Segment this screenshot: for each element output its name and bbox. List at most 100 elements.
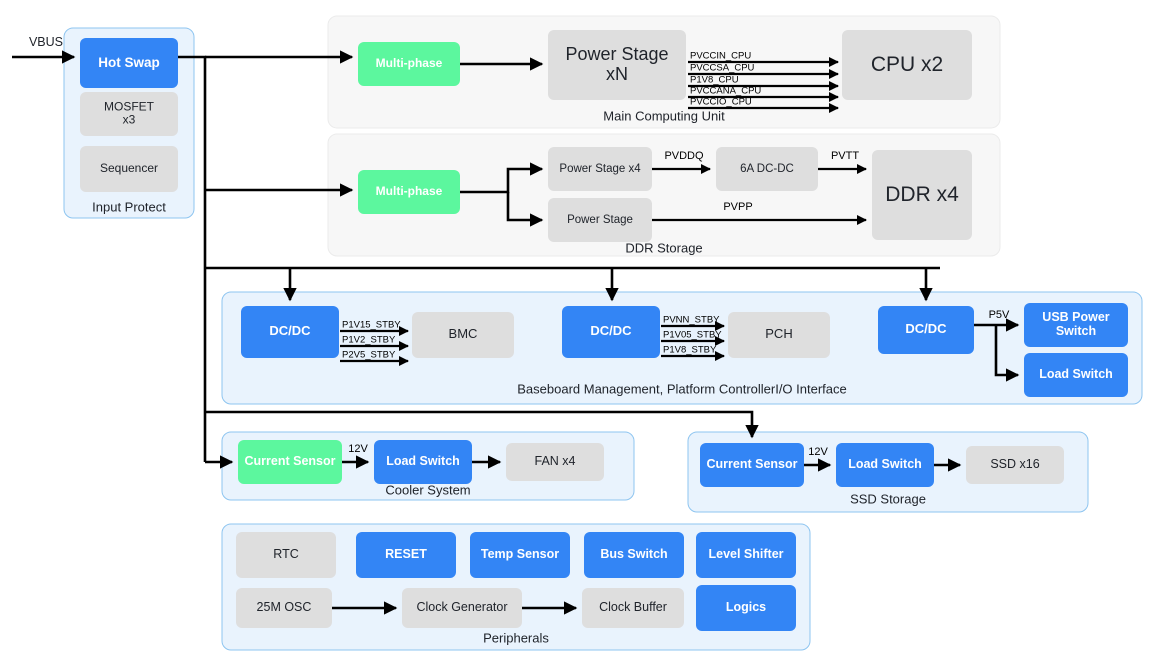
block-cpu-x2[interactable] bbox=[842, 30, 972, 100]
rail-label-cpu-3: PVCCANA_CPU bbox=[690, 86, 761, 97]
panel-label-peripherals: Peripherals bbox=[483, 630, 549, 645]
block-label-power-stage-x4: Power Stage x4 bbox=[559, 163, 641, 175]
block-label-dcdc-bmc: DC/DC bbox=[269, 323, 311, 338]
block-label-power-stage: Power Stage bbox=[567, 214, 633, 226]
block-dcdc-pch[interactable] bbox=[562, 306, 660, 358]
block-reset[interactable] bbox=[356, 532, 456, 578]
block-load-switch-usb[interactable] bbox=[1024, 353, 1128, 397]
wire-dcdc-to-load-switch-usb bbox=[994, 325, 1020, 382]
block-temp-sensor[interactable] bbox=[470, 532, 570, 578]
block-label-hot-swap: Hot Swap bbox=[98, 55, 160, 70]
panel-label-baseboard-management: Baseboard Management, Platform Controlle… bbox=[517, 381, 847, 396]
block-power-stage[interactable] bbox=[548, 198, 652, 242]
block-multi-phase-ddr[interactable] bbox=[358, 170, 460, 214]
block-label-multi-phase-ddr: Multi-phase bbox=[376, 184, 443, 198]
block-hot-swap[interactable] bbox=[80, 38, 178, 88]
panel-label-main-computing-unit: Main Computing Unit bbox=[603, 108, 725, 123]
rail-label-bmc-2: P2V5_STBY bbox=[342, 350, 396, 361]
block-label-ssd-x16: SSD x16 bbox=[990, 457, 1039, 471]
vbus-label: VBUS bbox=[29, 35, 63, 49]
wire-multiphase-to-power-stage bbox=[506, 192, 544, 227]
panel-label-cooler-system: Cooler System bbox=[385, 482, 470, 497]
block-label-reset: RESET bbox=[385, 547, 427, 561]
block-clock-buffer[interactable] bbox=[582, 588, 684, 628]
block-label-load-switch-usb: Load Switch bbox=[1039, 367, 1113, 381]
block-osc-25m[interactable] bbox=[236, 588, 332, 628]
block-mosfet[interactable] bbox=[80, 92, 178, 136]
signal-label-pvddq: PVDDQ bbox=[664, 150, 704, 162]
block-fan-x4[interactable] bbox=[506, 443, 604, 481]
block-label-bmc: BMC bbox=[449, 326, 478, 341]
block-dcdc-bmc[interactable] bbox=[241, 306, 339, 358]
block-label-fan-x4: FAN x4 bbox=[535, 454, 576, 468]
wire-bus-row-ssd bbox=[205, 410, 759, 439]
panel-label-ssd-storage: SSD Storage bbox=[850, 491, 926, 506]
panel-label-input-protect: Input Protect bbox=[92, 199, 166, 214]
connection-wires bbox=[12, 50, 1020, 615]
block-label-clock-generator: Clock Generator bbox=[416, 600, 507, 614]
block-label-level-shifter: Level Shifter bbox=[708, 547, 783, 561]
block-bus-switch[interactable] bbox=[584, 532, 684, 578]
signal-label-fan12v: 12V bbox=[348, 443, 368, 455]
block-label-current-sensor-fan: Current Sensor bbox=[245, 454, 336, 468]
block-ddr-x4[interactable] bbox=[872, 150, 972, 240]
block-label-bus-switch: Bus Switch bbox=[600, 547, 667, 561]
rail-label-bmc-1: P1V2_STBY bbox=[342, 335, 396, 346]
panel-ddr-storage bbox=[327, 133, 1001, 257]
panel-label-ddr-storage: DDR Storage bbox=[625, 240, 702, 255]
signal-label-ssd12v: 12V bbox=[808, 446, 828, 458]
block-current-sensor-fan[interactable] bbox=[238, 440, 342, 484]
signal-label-pvpp: PVPP bbox=[723, 201, 752, 213]
block-label-cpu-x2: CPU x2 bbox=[871, 53, 943, 76]
block-pch[interactable] bbox=[728, 312, 830, 358]
block-label-dcdc-usb: DC/DC bbox=[905, 321, 947, 336]
block-label-multi-phase-cpu: Multi-phase bbox=[376, 56, 443, 70]
rail-label-pch-1: P1V05_STBY bbox=[663, 330, 722, 341]
block-bmc[interactable] bbox=[412, 312, 514, 358]
block-power-stage-x4[interactable] bbox=[548, 147, 652, 191]
block-load-switch-ssd[interactable] bbox=[836, 443, 934, 487]
rail-label-bmc-0: P1V15_STBY bbox=[342, 320, 401, 331]
block-dcdc-usb[interactable] bbox=[878, 306, 974, 354]
block-clock-generator[interactable] bbox=[402, 588, 522, 628]
block-dcdc-6a[interactable] bbox=[716, 147, 818, 191]
block-sequencer[interactable] bbox=[80, 146, 178, 192]
block-label-load-switch-ssd: Load Switch bbox=[848, 457, 922, 471]
block-usb-power-switch[interactable] bbox=[1024, 303, 1128, 347]
block-level-shifter[interactable] bbox=[696, 532, 796, 578]
block-label-current-sensor-ssd: Current Sensor bbox=[707, 457, 798, 471]
block-ssd-x16[interactable] bbox=[966, 446, 1064, 484]
rail-label-cpu-0: PVCCIN_CPU bbox=[690, 51, 751, 62]
rail-label-cpu-1: PVCCSA_CPU bbox=[690, 63, 755, 74]
block-label-ddr-x4: DDR x4 bbox=[885, 183, 959, 206]
block-power-stage-xn[interactable] bbox=[548, 30, 686, 100]
block-logics[interactable] bbox=[696, 585, 796, 631]
block-label-sequencer: Sequencer bbox=[100, 161, 158, 175]
block-label-clock-buffer: Clock Buffer bbox=[599, 600, 667, 614]
rail-label-pch-0: PVNN_STBY bbox=[663, 315, 720, 326]
block-label-load-switch-fan: Load Switch bbox=[386, 454, 460, 468]
block-current-sensor-ssd[interactable] bbox=[700, 443, 804, 487]
block-label-pch: PCH bbox=[765, 326, 792, 341]
block-label-rtc: RTC bbox=[273, 547, 298, 561]
rail-label-cpu-4: PVCCIO_CPU bbox=[690, 97, 752, 108]
block-label-dcdc-6a: 6A DC-DC bbox=[740, 163, 794, 175]
block-load-switch-fan[interactable] bbox=[374, 440, 472, 484]
rail-wires bbox=[340, 56, 840, 367]
rail-label-pch-2: P1V8_STBY bbox=[663, 345, 717, 356]
block-label-dcdc-pch: DC/DC bbox=[590, 323, 632, 338]
signal-labels: PVCCIN_CPUPVCCSA_CPUP1V8_CPUPVCCANA_CPUP… bbox=[342, 51, 1010, 459]
block-multi-phase-cpu[interactable] bbox=[358, 42, 460, 86]
rail-label-cpu-2: P1V8_CPU bbox=[690, 75, 739, 86]
block-label-logics: Logics bbox=[726, 600, 766, 614]
signal-label-pvtt: PVTT bbox=[831, 150, 859, 162]
block-rtc[interactable] bbox=[236, 532, 336, 578]
signal-label-p5v: P5V bbox=[989, 309, 1010, 321]
block-label-temp-sensor: Temp Sensor bbox=[481, 547, 559, 561]
block-label-osc-25m: 25M OSC bbox=[257, 600, 312, 614]
